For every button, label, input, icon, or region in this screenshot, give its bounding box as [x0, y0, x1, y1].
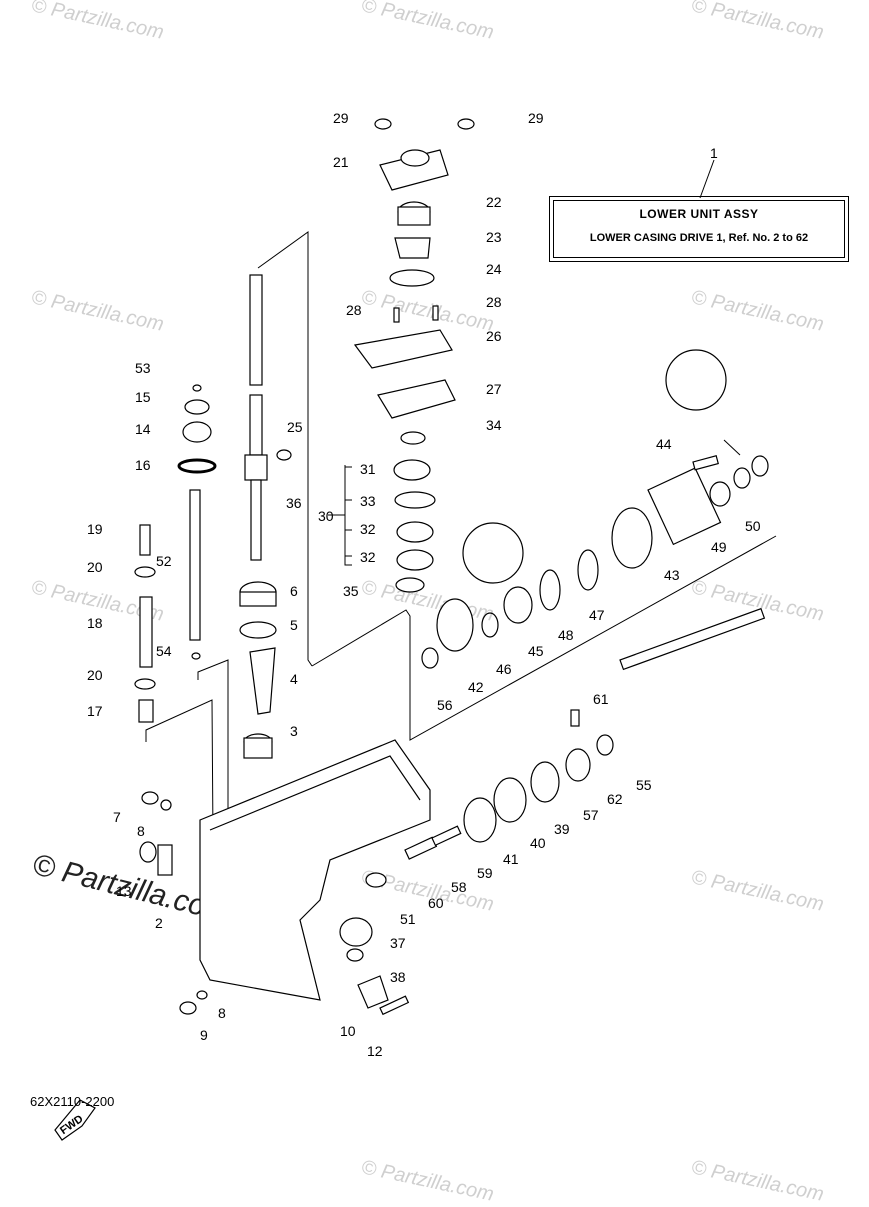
callout-47: 47	[589, 607, 605, 623]
callout-18: 18	[87, 615, 103, 631]
callout-6: 6	[290, 583, 298, 599]
callout-8b: 8	[218, 1005, 226, 1021]
callout-61: 61	[593, 691, 609, 707]
callout-5: 5	[290, 617, 298, 633]
callout-4: 4	[290, 671, 298, 687]
callout-15: 15	[135, 389, 151, 405]
callout-3: 3	[290, 723, 298, 739]
callout-40: 40	[530, 835, 546, 851]
callout-52: 52	[156, 553, 172, 569]
callout-1: 1	[710, 145, 718, 161]
callout-54: 54	[156, 643, 172, 659]
callout-23: 23	[486, 229, 502, 245]
callout-2: 2	[155, 915, 163, 931]
callout-34: 34	[486, 417, 502, 433]
callout-22: 22	[486, 194, 502, 210]
callout-20: 20	[87, 559, 103, 575]
callout-24: 24	[486, 261, 502, 277]
callout-29: 29	[333, 110, 349, 126]
callout-56: 56	[437, 697, 453, 713]
callout-20b: 20	[87, 667, 103, 683]
callout-50: 50	[745, 518, 761, 534]
callout-30: 30	[318, 508, 334, 524]
callout-60: 60	[428, 895, 444, 911]
callout-17: 17	[87, 703, 103, 719]
callout-53: 53	[135, 360, 151, 376]
assembly-title-box: LOWER UNIT ASSY LOWER CASING DRIVE 1, Re…	[549, 196, 849, 262]
callout-43: 43	[664, 567, 680, 583]
assembly-title: LOWER UNIT ASSY	[639, 207, 759, 221]
callout-48: 48	[558, 627, 574, 643]
callout-32b: 32	[360, 549, 376, 565]
callout-28: 28	[346, 302, 362, 318]
assembly-subtitle: LOWER CASING DRIVE 1, Ref. No. 2 to 62	[589, 232, 809, 244]
callout-35: 35	[343, 583, 359, 599]
callout-10: 10	[340, 1023, 356, 1039]
callout-46: 46	[496, 661, 512, 677]
callout-51: 51	[400, 911, 416, 927]
callout-13: 13	[116, 883, 132, 899]
callout-33: 33	[360, 493, 376, 509]
callout-12: 12	[367, 1043, 383, 1059]
callout-numbers: 1 2 3 4 5 6 7 8 8 9 10 12 13 14 15 16 17…	[58, 110, 761, 1137]
callout-44: 44	[656, 436, 672, 452]
callout-16: 16	[135, 457, 151, 473]
callout-36: 36	[286, 495, 302, 511]
callout-29b: 29	[528, 110, 544, 126]
callout-8: 8	[137, 823, 145, 839]
callout-58: 58	[451, 879, 467, 895]
callout-49: 49	[711, 539, 727, 555]
callout-59: 59	[477, 865, 493, 881]
callout-21: 21	[333, 154, 349, 170]
callout-42: 42	[468, 679, 484, 695]
callout-55: 55	[636, 777, 652, 793]
callout-31: 31	[360, 461, 376, 477]
callout-45: 45	[528, 643, 544, 659]
callout-7: 7	[113, 809, 121, 825]
callout-27: 27	[486, 381, 502, 397]
callout-38: 38	[390, 969, 406, 985]
callout-32: 32	[360, 521, 376, 537]
callout-14: 14	[135, 421, 151, 437]
callout-28b: 28	[486, 294, 502, 310]
callout-57: 57	[583, 807, 599, 823]
callout-37: 37	[390, 935, 406, 951]
callout-25: 25	[287, 419, 303, 435]
diagram-code: 62X2110-2200	[30, 1094, 115, 1109]
callout-26: 26	[486, 328, 502, 344]
callout-62: 62	[607, 791, 623, 807]
callout-39: 39	[554, 821, 570, 837]
callout-9: 9	[200, 1027, 208, 1043]
callout-19: 19	[87, 521, 103, 537]
callout-41: 41	[503, 851, 519, 867]
